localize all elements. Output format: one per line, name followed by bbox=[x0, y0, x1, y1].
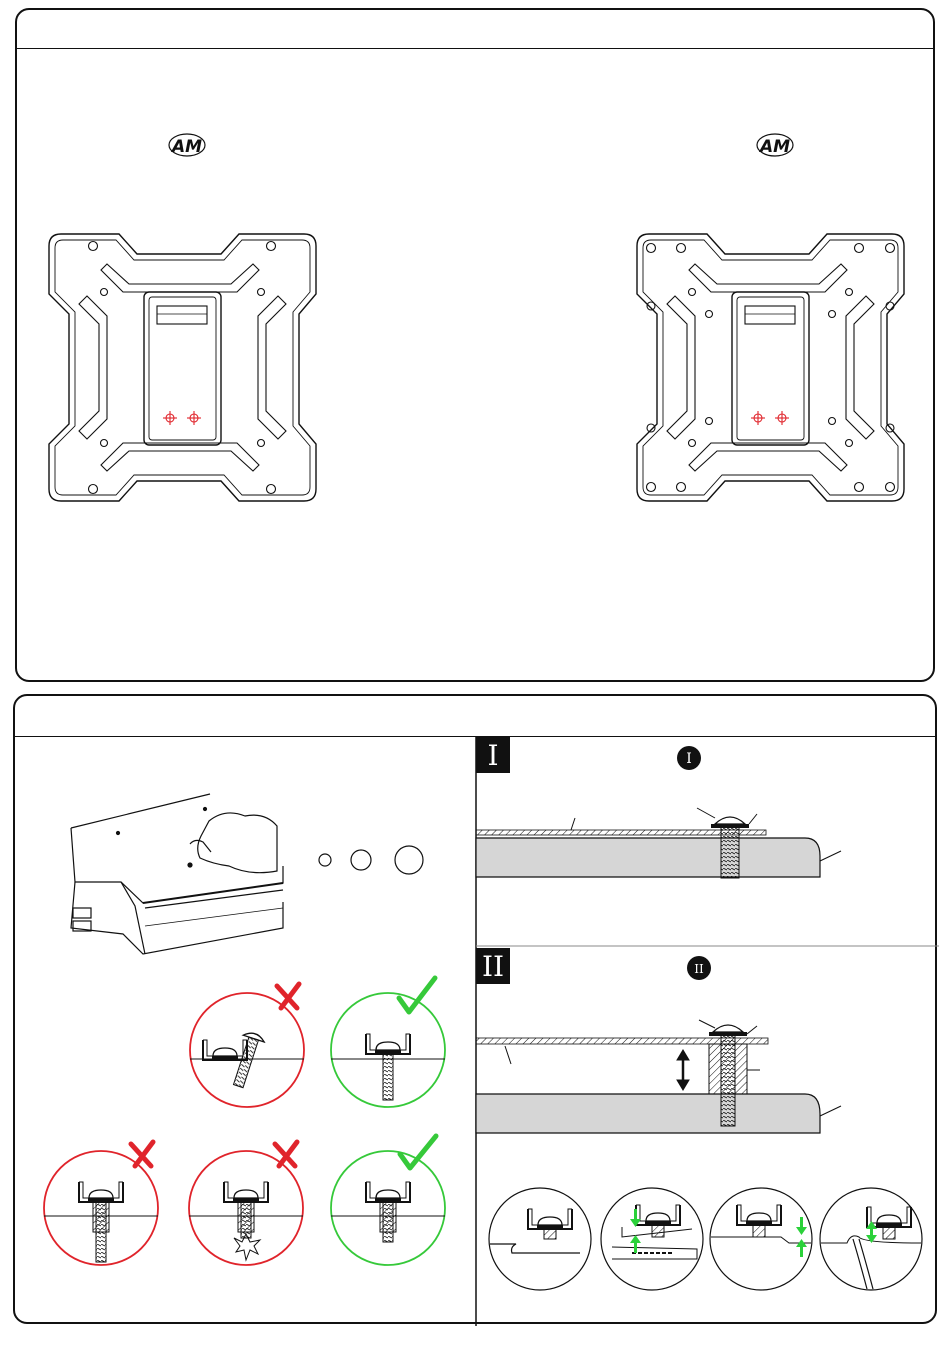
step-one-circle: I bbox=[686, 751, 692, 767]
drilling-illustration bbox=[71, 794, 283, 954]
correct-bolt-spacer bbox=[331, 1151, 445, 1265]
mounting-plate-large bbox=[637, 234, 904, 501]
spacer-mount-section bbox=[476, 1020, 841, 1133]
detail-flat-surface bbox=[489, 1188, 591, 1290]
wrong-bolt-too-long bbox=[44, 1151, 158, 1265]
direct-mount-section bbox=[476, 808, 841, 878]
detail-step-surface bbox=[710, 1188, 812, 1290]
installation-panel: I I II II bbox=[13, 694, 937, 1324]
step-two-circle: II bbox=[694, 962, 704, 976]
correct-bolt-flush bbox=[331, 993, 445, 1107]
detail-cable-surface bbox=[820, 1188, 922, 1290]
logo-mark-large: AM bbox=[757, 134, 793, 157]
installation-diagrams: I I II II bbox=[15, 696, 939, 1326]
check-mark-icon bbox=[400, 1136, 436, 1168]
wrong-bolt-damaged bbox=[189, 1151, 303, 1265]
mounting-plate-small bbox=[49, 234, 316, 501]
wrong-tilted-bolt bbox=[190, 993, 304, 1107]
hole-size-icon bbox=[319, 846, 423, 874]
logo-mark-small: AM bbox=[169, 134, 205, 157]
detail-recessed-surface bbox=[601, 1188, 703, 1290]
plate-options-panel: AM AM bbox=[15, 8, 935, 682]
double-arrow-icon bbox=[677, 1050, 689, 1090]
step-one-badge: I bbox=[487, 739, 498, 772]
plate-diagrams: AM AM bbox=[17, 10, 937, 684]
cross-mark-icon bbox=[275, 1142, 297, 1166]
step-two-badge: II bbox=[482, 950, 504, 983]
svg-text:AM: AM bbox=[758, 137, 790, 157]
svg-text:AM: AM bbox=[170, 137, 202, 157]
